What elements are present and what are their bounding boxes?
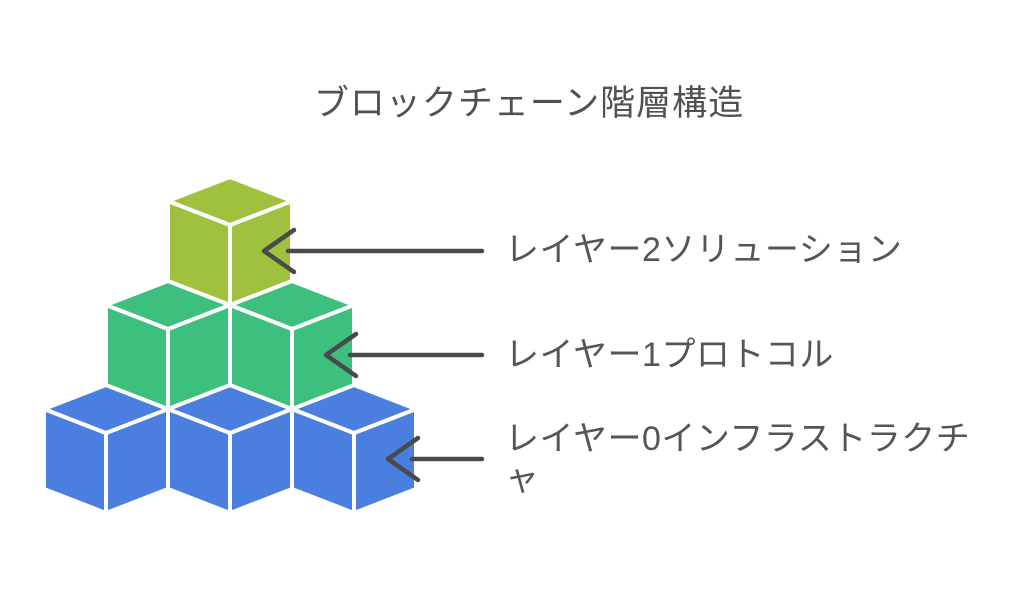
cube-layer1-0 (104, 279, 232, 411)
cube-row-layer0 (42, 383, 418, 515)
label-layer2: レイヤー2ソリューション (505, 231, 903, 269)
cube-layer2-0 (166, 175, 294, 307)
arrow-head-icon (323, 331, 359, 379)
cube-row-layer2 (166, 175, 294, 307)
cube-layer0-1 (166, 383, 294, 515)
arrow-head-icon (385, 435, 421, 483)
label-layer0: レイヤー0インフラストラクチャ (505, 420, 971, 498)
diagram-title: ブロックチェーン階層構造 (313, 84, 745, 123)
arrow-layer0 (385, 435, 485, 483)
label-layer1: レイヤー1プロトコル (505, 336, 834, 374)
arrow-head-icon (261, 227, 297, 275)
cube-layer0-2 (290, 383, 418, 515)
cube-layer1-1 (228, 279, 356, 411)
arrow-layer2 (261, 227, 485, 275)
cube-layer0-0 (42, 383, 170, 515)
arrow-layer1 (323, 331, 485, 379)
